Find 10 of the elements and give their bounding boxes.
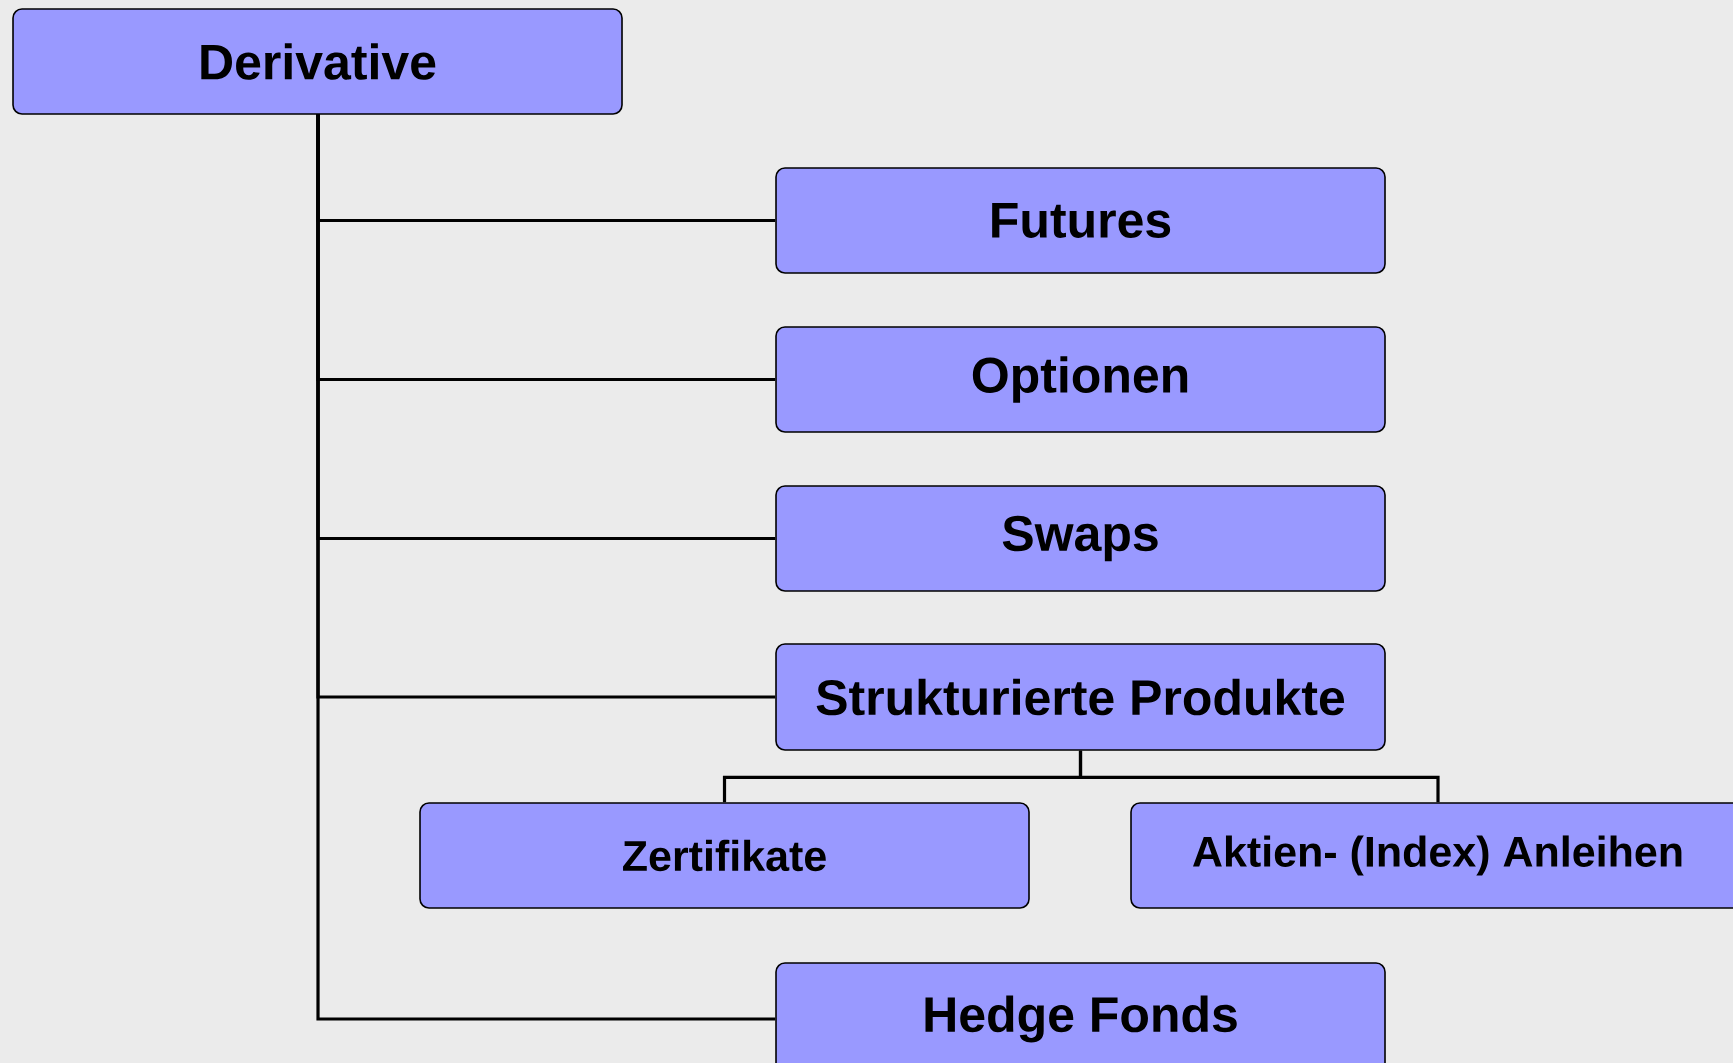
connector-line [316,114,776,1021]
category-box: Hedge Fonds [775,962,1386,1063]
category-box: Zertifikate [419,802,1030,909]
category-box: Optionen [775,326,1386,433]
category-box: Aktien- (Index) Anleihen [1130,802,1733,909]
connector-line [1078,750,1440,803]
category-box: Swaps [775,485,1386,592]
category-box: Futures [775,167,1386,274]
category-box: Derivative [12,8,623,115]
category-box: Strukturierte Produkte [775,643,1386,751]
